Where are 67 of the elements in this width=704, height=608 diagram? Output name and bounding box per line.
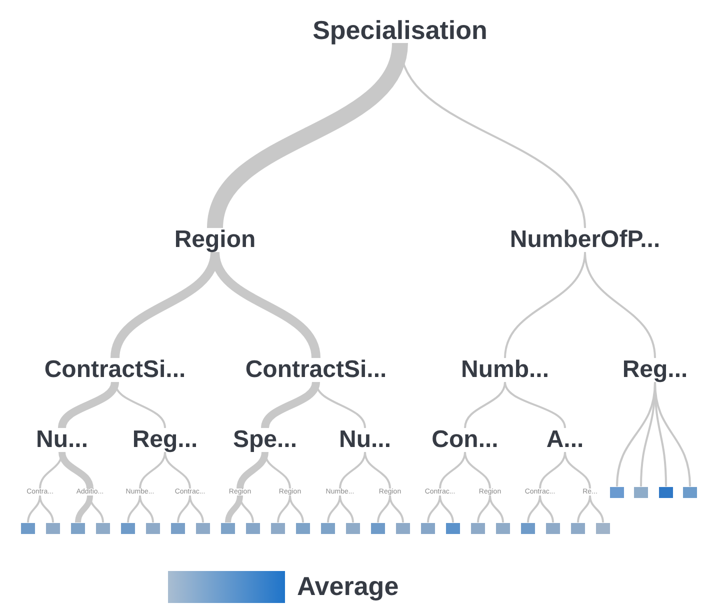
tree-branch bbox=[39, 495, 54, 523]
tree-branch bbox=[189, 495, 204, 523]
leaf-square bbox=[596, 522, 610, 534]
split-label: Con... bbox=[432, 428, 498, 452]
tree-branch bbox=[439, 495, 454, 523]
legend-label: Average bbox=[297, 570, 399, 603]
tree-branch bbox=[564, 452, 591, 489]
tree-branch bbox=[364, 452, 391, 489]
split-label: NumberOfP... bbox=[510, 228, 660, 252]
leaf-square bbox=[471, 522, 485, 534]
tree-branch bbox=[164, 452, 191, 489]
split-label: Specialisation bbox=[312, 17, 488, 43]
tree-branch bbox=[539, 495, 554, 523]
leaf-square bbox=[71, 522, 85, 534]
split-label: Spe... bbox=[232, 428, 298, 452]
leaf-square bbox=[683, 486, 697, 498]
tree-branch bbox=[139, 495, 154, 523]
split-label: Reg... bbox=[622, 358, 688, 382]
tree-branch bbox=[58, 381, 119, 429]
leaf-square bbox=[246, 522, 260, 534]
leaf-square bbox=[271, 522, 285, 534]
tree-branch bbox=[289, 495, 304, 523]
leaf-square bbox=[659, 486, 673, 498]
tree-branch bbox=[464, 452, 491, 489]
split-label: ContractSi... bbox=[245, 358, 387, 382]
tree-branch bbox=[464, 382, 506, 428]
tree-branch bbox=[389, 495, 404, 523]
leaf-square bbox=[121, 522, 135, 534]
leaf-square bbox=[521, 522, 535, 534]
leaf-square bbox=[21, 522, 35, 534]
leaf-square bbox=[346, 522, 360, 534]
split-label: Region bbox=[174, 228, 256, 252]
tree-branch bbox=[236, 452, 268, 489]
split-label: A... bbox=[546, 428, 584, 452]
tree-branch bbox=[589, 495, 604, 523]
leaf-square bbox=[321, 522, 335, 534]
split-label: Nu... bbox=[36, 428, 88, 452]
tree-branch bbox=[654, 382, 691, 487]
leaf-square bbox=[496, 522, 510, 534]
leaf-square bbox=[296, 522, 310, 534]
tree-branch bbox=[261, 381, 320, 429]
tree-branch bbox=[339, 495, 354, 523]
leaf-square bbox=[571, 522, 585, 534]
split-label: Reg... bbox=[132, 428, 198, 452]
tree-branch bbox=[504, 382, 566, 428]
split-label: ContractSi... bbox=[44, 358, 186, 382]
tree-branch bbox=[58, 452, 94, 489]
split-label: Nu... bbox=[339, 428, 391, 452]
split-label: Numb... bbox=[461, 358, 549, 382]
leaf-square bbox=[371, 522, 385, 534]
leaf-square bbox=[171, 522, 185, 534]
leaf-square bbox=[546, 522, 560, 534]
tree-branch bbox=[489, 495, 504, 523]
leaf-square bbox=[446, 522, 460, 534]
leaf-square bbox=[96, 522, 110, 534]
leaf-square bbox=[421, 522, 435, 534]
leaf-square bbox=[146, 522, 160, 534]
tree-branch bbox=[207, 42, 408, 230]
leaf-square bbox=[221, 522, 235, 534]
leaf-square bbox=[46, 522, 60, 534]
leaf-square bbox=[396, 522, 410, 534]
leaf-square bbox=[634, 486, 648, 498]
tree-branch bbox=[584, 252, 656, 358]
leaf-square bbox=[196, 522, 210, 534]
tree-branch bbox=[75, 495, 93, 523]
leaf-square bbox=[610, 486, 624, 498]
tree-branch bbox=[225, 495, 243, 523]
